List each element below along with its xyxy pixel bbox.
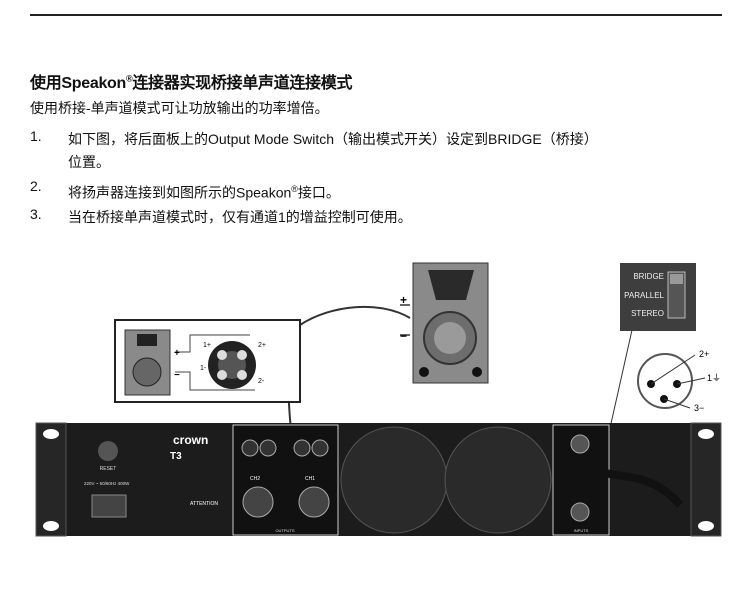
xlr-pin-1: 1⏚ <box>707 373 721 383</box>
intro-text: 使用桥接-单声道模式可让功放输出的功率增倍。 <box>30 100 329 116</box>
outputs-label: OUTPUTS <box>275 528 294 533</box>
switch-label-parallel: PARALLEL <box>624 291 664 300</box>
reset-label: RESET <box>100 466 117 472</box>
heading-text: 使用Speakon <box>30 75 126 92</box>
speakon-inset <box>114 319 301 403</box>
xlr-pinout <box>637 353 706 409</box>
step-line: 将扬声器连接到如图所示的Speakon <box>68 184 292 201</box>
switch-label-bridge: BRIDGE <box>633 272 664 281</box>
callout-line <box>609 329 633 429</box>
step-number: 1. <box>30 128 42 144</box>
amplifier-rear-panel <box>35 422 722 537</box>
mode-switch-knob <box>670 274 683 284</box>
step-number: 3. <box>30 206 42 222</box>
registered-mark: ® <box>126 73 133 84</box>
power-rating: 220V ~ 50/60Hz 400W <box>84 481 130 486</box>
top-rule <box>30 14 722 16</box>
step-text: 将扬声器连接到如图所示的Speakon®接口。 <box>68 178 340 205</box>
step-text: 如下图，将后面板上的Output Mode Switch（输出模式开关）设定到B… <box>68 128 598 174</box>
step-line: 接口。 <box>297 184 340 201</box>
inset-plus: + <box>174 348 180 359</box>
ch1-label: CH1 <box>305 476 315 482</box>
inset-pin-label: 2+ <box>258 342 266 349</box>
inputs-label: INPUTS <box>574 528 589 533</box>
speaker-minus: − <box>400 329 407 343</box>
inset-pin-label: 1- <box>200 365 207 372</box>
speaker-cabinet <box>412 262 489 384</box>
step-line: 位置。 <box>68 154 110 170</box>
inset-pin-label: 2- <box>258 378 265 385</box>
xlr-pin-2: 2+ <box>699 349 709 359</box>
amp-brand-logo: crown <box>173 433 208 447</box>
step-line: 如下图，将后面板上的Output Mode Switch（输出模式开关）设定到B… <box>68 131 598 147</box>
registered-mark: ® <box>291 184 298 194</box>
section-heading: 使用Speakon®连接器实现桥接单声道连接模式 <box>30 69 352 93</box>
inset-minus: − <box>174 370 180 381</box>
xlr-pin-3: 3− <box>694 403 704 413</box>
inset-pin-label: 1+ <box>203 342 211 349</box>
step-number: 2. <box>30 178 42 194</box>
ch2-label: CH2 <box>250 476 260 482</box>
step-text: 当在桥接单声道模式时，仅有通道1的增益控制可使用。 <box>68 209 412 225</box>
switch-label-stereo: STEREO <box>631 309 664 318</box>
speaker-leads <box>400 304 410 336</box>
amp-model: T3 <box>170 451 182 462</box>
heading-text-end: 连接器实现桥接单声道连接模式 <box>132 75 353 92</box>
attention-label: ATTENTION <box>190 501 218 507</box>
speaker-plus: + <box>400 293 407 307</box>
